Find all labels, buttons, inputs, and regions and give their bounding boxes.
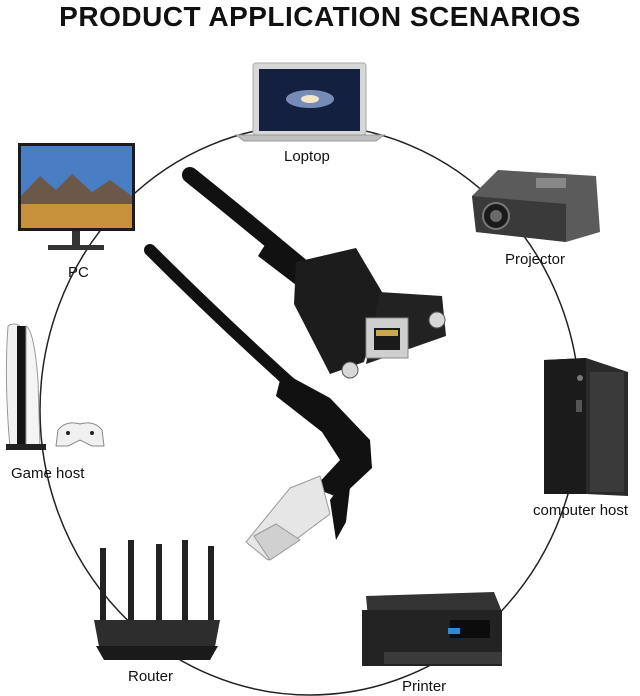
projector-icon: [472, 170, 600, 242]
device-label-printer: Printer: [402, 678, 447, 695]
device-label-router: Router: [128, 668, 174, 685]
pc-tower-icon: [544, 358, 628, 496]
device-label-computer-host: computer host: [533, 502, 629, 519]
device-label-projector: Projector: [505, 251, 566, 268]
rj45-panel-mount-cable-icon: [144, 167, 446, 561]
page-title: PRODUCT APPLICATION SCENARIOS: [59, 1, 581, 32]
router-icon: [94, 540, 220, 660]
game-console-icon: [5, 323, 105, 450]
monitor-icon: [18, 143, 135, 250]
device-label-pc: PC: [68, 264, 89, 281]
laptop-icon: [234, 62, 386, 142]
printer-icon: [362, 592, 502, 666]
device-label-game-host: Game host: [11, 465, 85, 482]
device-label-laptop: Loptop: [284, 148, 330, 165]
